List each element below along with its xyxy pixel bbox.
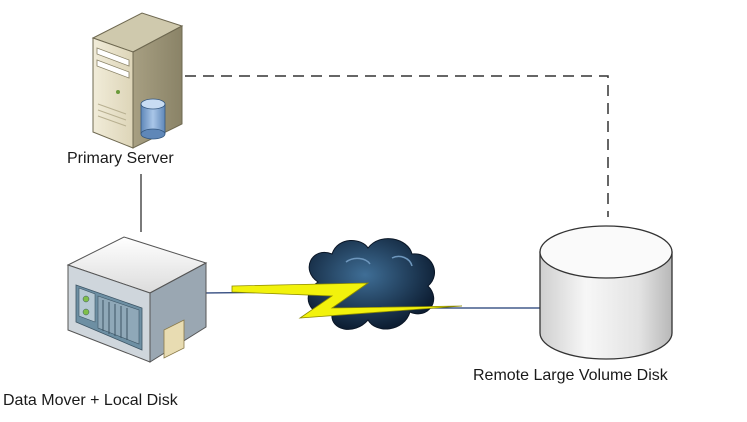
database-icon [140,98,166,140]
remote-disk-label: Remote Large Volume Disk [473,367,668,384]
lightning-bolt-icon [231,282,463,319]
data-mover-label: Data Mover + Local Disk [3,392,178,409]
remote-disk-icon [539,225,673,360]
primary-server-icon [91,12,184,149]
primary-server-label: Primary Server [67,150,174,167]
data-mover-server-icon [66,236,208,363]
dashed-link-primary-to-remote [185,75,609,217]
